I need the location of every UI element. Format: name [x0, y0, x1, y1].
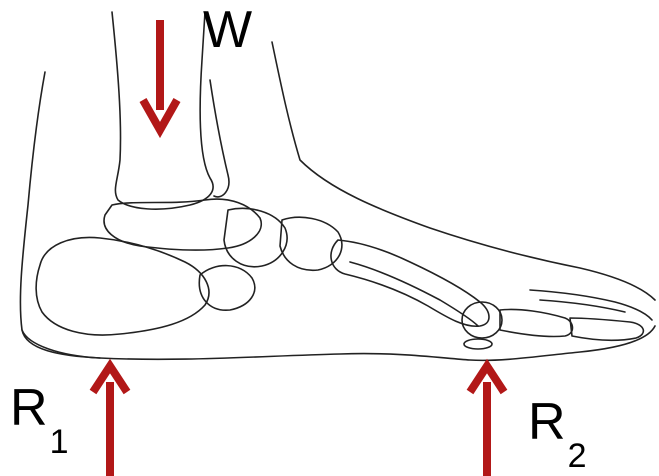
leg-back-outline	[20, 72, 100, 358]
heel-reaction-subscript: 1	[50, 423, 69, 461]
navicular-bone	[224, 208, 287, 266]
weight-label: W	[203, 4, 252, 56]
ball-reaction-base: R	[528, 393, 566, 451]
metatarsal-head	[462, 302, 502, 338]
weight-arrow	[143, 20, 177, 130]
leg-front-outline	[272, 42, 655, 300]
ball-reaction-subscript: 2	[568, 437, 587, 475]
ball-reaction-arrow	[470, 366, 504, 476]
weight-label-text: W	[203, 1, 252, 59]
ball-reaction-label: R2	[528, 396, 584, 448]
metatarsal-bone	[331, 240, 489, 326]
distal-phalanx	[570, 318, 643, 340]
proximal-phalanx	[500, 309, 573, 336]
fibula-bone	[210, 80, 229, 197]
heel-reaction-label: R1	[10, 382, 66, 434]
heel-reaction-arrow	[93, 366, 127, 476]
sole-outline	[22, 326, 655, 360]
metatarsal-bone-2	[350, 262, 478, 326]
sesamoid-bone	[464, 339, 492, 349]
cuboid-bone	[199, 266, 254, 311]
heel-reaction-base: R	[10, 379, 48, 437]
calcaneus-bone	[36, 237, 209, 335]
